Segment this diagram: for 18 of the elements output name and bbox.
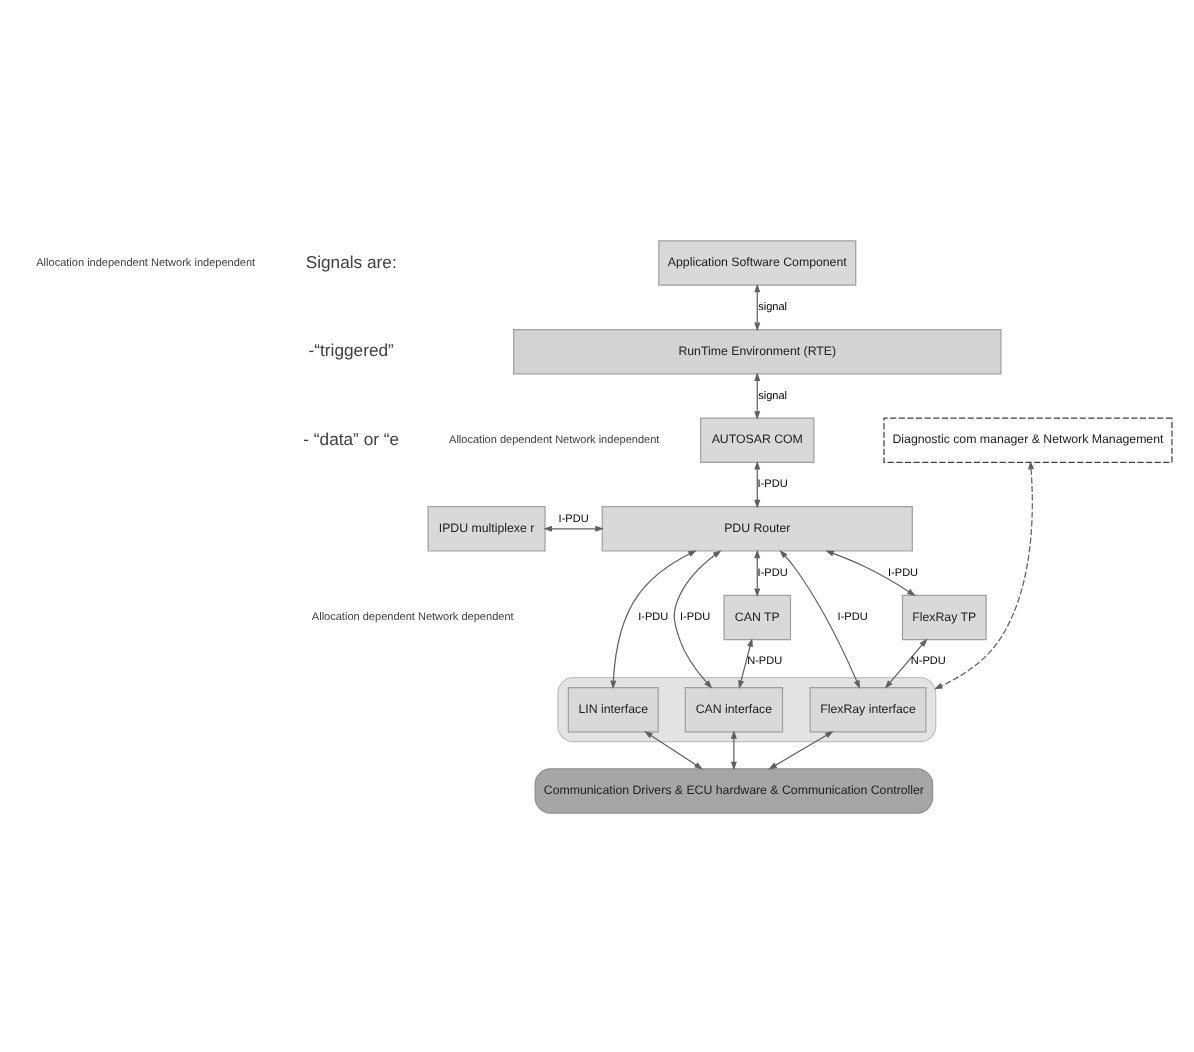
arrow xyxy=(934,459,1035,689)
arrow xyxy=(543,524,604,531)
arrow xyxy=(754,371,761,419)
label: - “data” or “e xyxy=(303,427,400,448)
label: -“triggered” xyxy=(308,339,394,360)
arrow xyxy=(779,548,861,688)
arrow xyxy=(644,730,704,769)
arrow xyxy=(754,548,761,597)
arrow xyxy=(768,730,834,769)
arrow xyxy=(754,282,761,331)
arrow xyxy=(673,549,722,688)
arrow xyxy=(730,729,737,770)
label: Signals are: xyxy=(305,250,397,271)
arrow xyxy=(738,637,753,689)
arrow xyxy=(610,549,697,689)
arrow xyxy=(754,459,761,508)
arrow xyxy=(884,637,928,688)
arrow xyxy=(825,549,916,596)
